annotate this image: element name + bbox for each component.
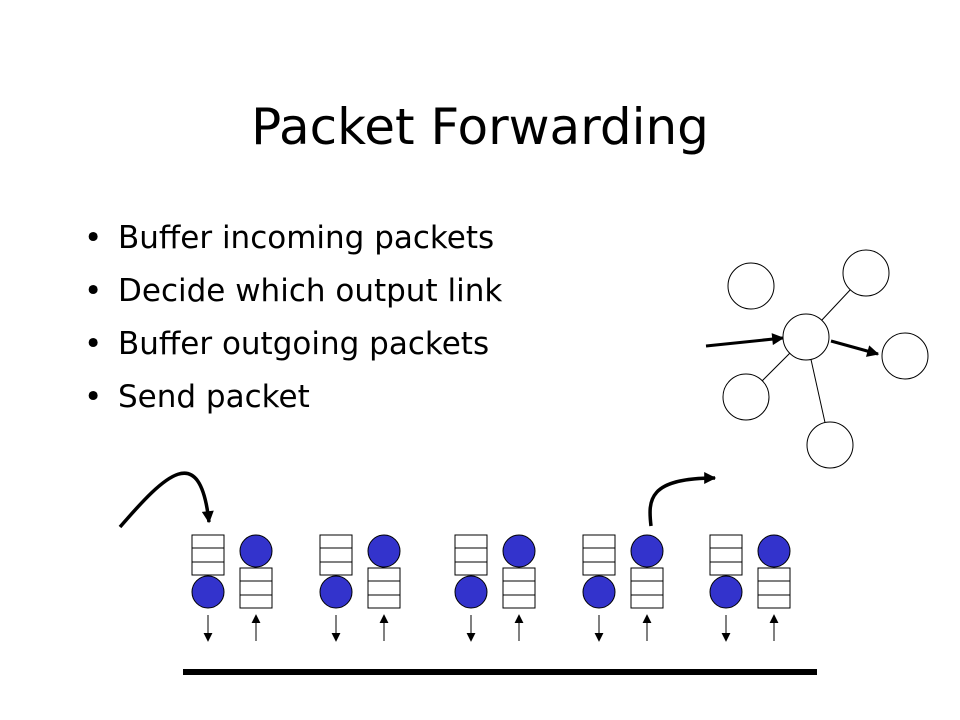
- port-node-top: [757, 534, 791, 568]
- bullet-item: Buffer incoming packets: [84, 214, 502, 267]
- port-node-top: [367, 534, 401, 568]
- incoming-packet-arrow: [118, 471, 214, 529]
- output-buffer: [239, 567, 273, 609]
- slide-title: Packet Forwarding: [251, 98, 709, 156]
- bullet-item: Buffer outgoing packets: [84, 320, 502, 373]
- output-buffer: [502, 567, 536, 609]
- port-node-bottom: [709, 575, 743, 609]
- graph-node-router: [782, 313, 830, 361]
- incoming-link-arrow: [705, 333, 785, 348]
- outgoing-link-arrow: [830, 339, 880, 357]
- port-node-bottom: [191, 575, 225, 609]
- network-graph: [705, 249, 929, 469]
- input-buffer: [319, 534, 353, 576]
- input-buffer: [709, 534, 743, 576]
- input-buffer: [582, 534, 616, 576]
- output-buffer: [630, 567, 664, 609]
- bullet-item: Send packet: [84, 373, 502, 426]
- port-node-bottom: [454, 575, 488, 609]
- port-node-bottom: [582, 575, 616, 609]
- output-buffer: [367, 567, 401, 609]
- port-node-top: [239, 534, 273, 568]
- graph-node: [722, 373, 770, 421]
- bullet-item: Decide which output link: [84, 267, 502, 320]
- graph-node: [881, 332, 929, 380]
- port-node-top: [630, 534, 664, 568]
- graph-node: [842, 249, 890, 297]
- outgoing-packet-arrow: [648, 472, 717, 527]
- graph-node: [727, 262, 775, 310]
- input-buffer: [191, 534, 225, 576]
- bullet-list: Buffer incoming packets Decide which out…: [84, 214, 502, 426]
- port-cards: [191, 534, 791, 642]
- port-node-top: [502, 534, 536, 568]
- graph-node: [806, 421, 854, 469]
- output-buffer: [757, 567, 791, 609]
- input-buffer: [454, 534, 488, 576]
- port-node-bottom: [319, 575, 353, 609]
